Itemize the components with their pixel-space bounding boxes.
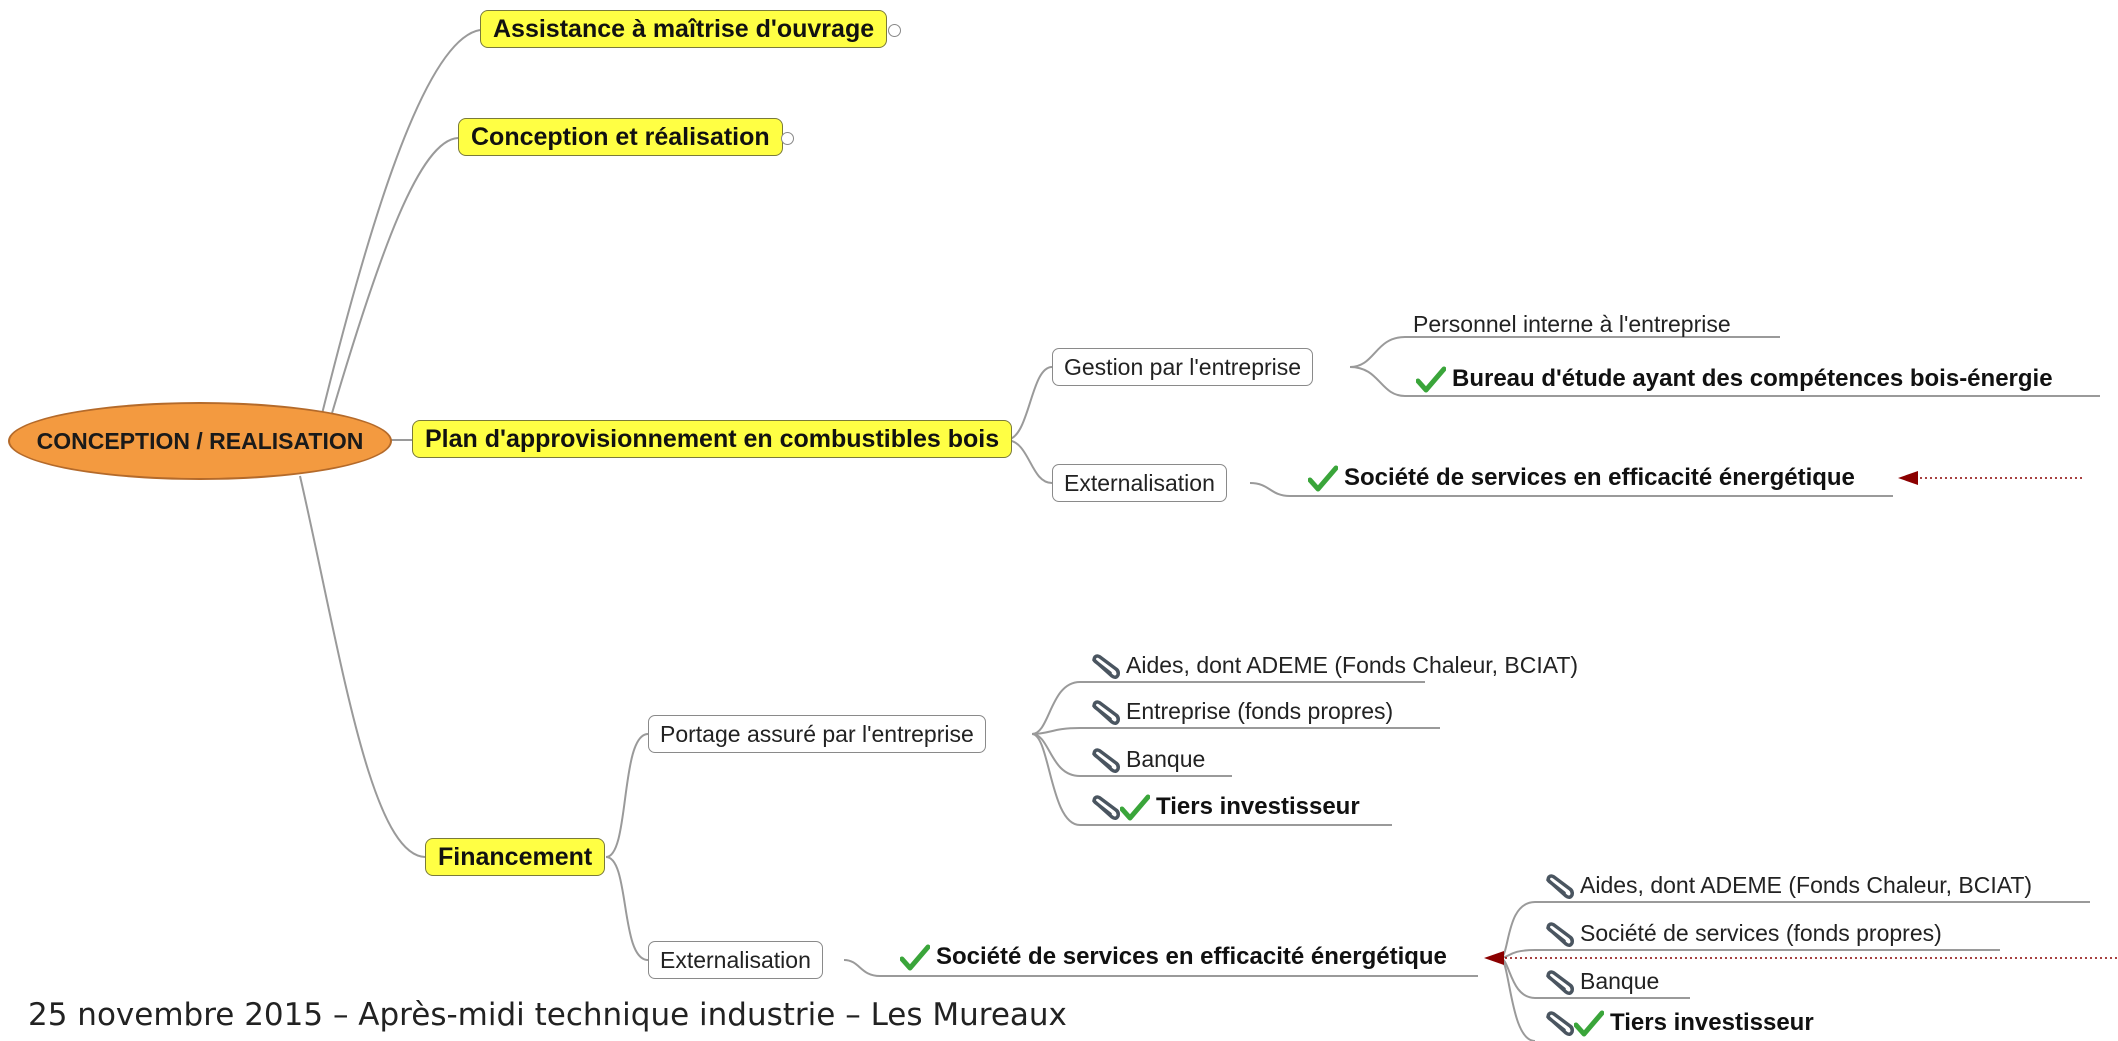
item-label: Société de services (fonds propres) — [1580, 920, 1942, 946]
check-icon — [1308, 465, 1338, 492]
subtopic-externalisation-financement[interactable]: Externalisation — [648, 941, 823, 979]
item-aides-ademe[interactable]: Aides, dont ADEME (Fonds Chaleur, BCIAT) — [1090, 648, 1578, 682]
item-societe-fonds-propres[interactable]: Société de services (fonds propres) — [1544, 916, 1942, 950]
footer-caption: 25 novembre 2015 – Après-midi technique … — [28, 997, 1067, 1033]
link-plan-gestion — [1005, 366, 1053, 441]
paperclip-icon — [1546, 874, 1574, 899]
paperclip-icon — [1092, 748, 1120, 773]
item-banque[interactable]: Banque — [1090, 742, 1205, 776]
relationship-arrows — [1484, 471, 2118, 965]
link-fin-portage — [605, 733, 649, 858]
paperclip-icon — [1092, 794, 1120, 820]
topic-label: Plan d'approvisionnement en combustibles… — [425, 425, 1000, 453]
topic-label: Assistance à maîtrise d'ouvrage — [493, 15, 875, 43]
paperclip-icon — [1546, 1010, 1574, 1036]
link-fin-ext — [605, 856, 649, 961]
item-label: Tiers investisseur — [1610, 1009, 1814, 1036]
item-banque-ext[interactable]: Banque — [1544, 964, 1659, 998]
paperclip-icon — [1546, 922, 1574, 947]
central-topic-label: CONCEPTION / REALISATION — [36, 428, 364, 454]
item-tiers-investisseur-ext[interactable]: Tiers investisseur — [1544, 1006, 1814, 1040]
topic-conception-realisation[interactable]: Conception et réalisation — [458, 118, 783, 156]
topic-financement[interactable]: Financement — [425, 838, 606, 876]
paperclip-icon — [1092, 654, 1120, 679]
item-label: Aides, dont ADEME (Fonds Chaleur, BCIAT) — [1580, 872, 2033, 898]
subtopic-label: Gestion par l'entreprise — [1064, 354, 1302, 380]
link-central-financement — [299, 475, 426, 858]
arrow-left-icon — [1898, 471, 1918, 485]
subtopic-label: Portage assuré par l'entreprise — [660, 721, 974, 747]
subtopic-label: Externalisation — [660, 947, 811, 973]
topic-assistance-moa[interactable]: Assistance à maîtrise d'ouvrage — [480, 10, 888, 48]
item-tiers-investisseur[interactable]: Tiers investisseur — [1090, 790, 1360, 824]
item-bureau-etude[interactable]: Bureau d'étude ayant des compétences boi… — [1416, 362, 2053, 396]
link-gestion-bureau — [1349, 366, 1406, 397]
subtopic-gestion-entreprise[interactable]: Gestion par l'entreprise — [1052, 348, 1314, 386]
arrow-left-icon — [1484, 951, 1504, 965]
item-personnel-interne[interactable]: Personnel interne à l'entreprise — [1413, 307, 1731, 341]
paperclip-icon — [1092, 700, 1120, 725]
subtopic-externalisation-plan[interactable]: Externalisation — [1052, 464, 1227, 502]
item-label: Tiers investisseur — [1156, 793, 1360, 820]
collapsed-branch-indicator[interactable] — [781, 132, 794, 145]
subtopic-label: Externalisation — [1064, 470, 1215, 496]
check-icon — [1120, 794, 1150, 821]
subtopic-portage-entreprise[interactable]: Portage assuré par l'entreprise — [648, 715, 986, 753]
check-icon — [1574, 1010, 1604, 1037]
topic-label: Financement — [438, 843, 593, 871]
item-label: Société de services en efficacité énergé… — [1344, 464, 1855, 491]
link-ext1-societe — [1249, 482, 1291, 497]
topic-plan-approvisionnement[interactable]: Plan d'approvisionnement en combustibles… — [412, 420, 1013, 458]
item-label: Banque — [1580, 968, 1660, 994]
check-icon — [1416, 366, 1446, 393]
link-central-amo — [319, 29, 481, 423]
item-aides-ademe-ext[interactable]: Aides, dont ADEME (Fonds Chaleur, BCIAT) — [1544, 868, 2032, 902]
link-gestion-personnel — [1349, 336, 1406, 368]
link-central-conception — [329, 137, 459, 421]
central-topic[interactable]: CONCEPTION / REALISATION — [8, 402, 392, 480]
topic-label: Conception et réalisation — [471, 123, 770, 151]
item-label: Personnel interne à l'entreprise — [1413, 311, 1731, 337]
link-plan-externalisation — [1005, 439, 1053, 484]
item-entreprise-fonds-propres[interactable]: Entreprise (fonds propres) — [1090, 694, 1393, 728]
item-label: Entreprise (fonds propres) — [1126, 698, 1394, 724]
item-label: Banque — [1126, 746, 1206, 772]
item-label: Aides, dont ADEME (Fonds Chaleur, BCIAT) — [1126, 652, 1579, 678]
item-societe-services-plan[interactable]: Société de services en efficacité énergé… — [1308, 461, 1855, 495]
item-label: Bureau d'étude ayant des compétences boi… — [1452, 365, 2053, 392]
item-label: Société de services en efficacité énergé… — [936, 943, 1447, 970]
item-societe-services-financement[interactable]: Société de services en efficacité énergé… — [900, 940, 1447, 974]
collapsed-branch-indicator[interactable] — [888, 24, 901, 37]
paperclip-icon — [1546, 970, 1574, 995]
check-icon — [900, 944, 930, 971]
